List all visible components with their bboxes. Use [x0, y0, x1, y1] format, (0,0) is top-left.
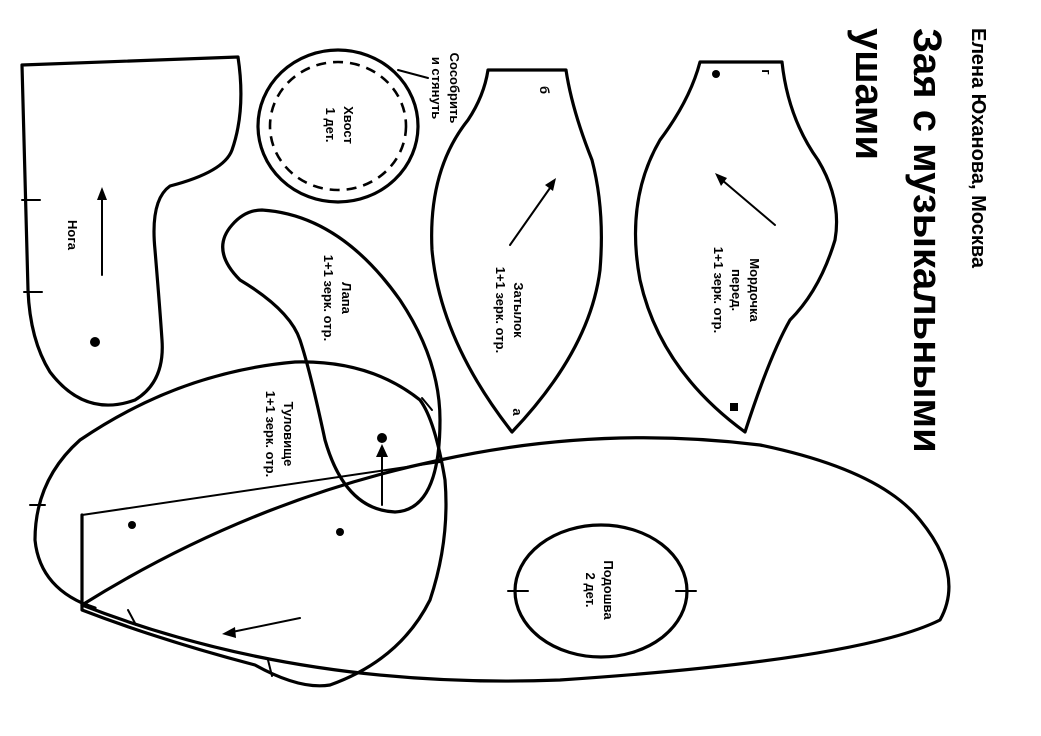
- sole-label-1: Подошва: [601, 560, 616, 620]
- torso-grain-arrow: [231, 617, 301, 633]
- title-line-2: ушами: [847, 28, 891, 160]
- leg-label: Нога: [65, 220, 80, 251]
- ear-piece: [80, 436, 951, 683]
- paw-outline: [221, 208, 442, 514]
- leg-piece: Нога: [20, 55, 243, 407]
- torso-arrow-head: [222, 627, 236, 638]
- muzzle-piece: Мордочка перед. 1+1 зерк. отр. г: [633, 60, 839, 434]
- paw-piece: Лапа 1+1 зерк. отр.: [221, 208, 442, 514]
- nape-label-2: 1+1 зерк. отр.: [493, 267, 508, 353]
- muzzle-grain-arrow: [721, 179, 776, 226]
- torso-dot-1: [128, 521, 136, 529]
- paw-label-1: Лапа: [339, 282, 354, 315]
- sole-label-2: 2 дет.: [583, 573, 598, 608]
- nape-marker-b: б: [537, 86, 552, 94]
- leg-outline: [20, 55, 243, 407]
- tail-gather-line: [268, 60, 408, 192]
- muzzle-outline: [633, 60, 839, 434]
- paw-label-2: 1+1 зерк. отр.: [321, 255, 336, 341]
- sole-outline: [513, 523, 689, 659]
- torso-outline: [33, 360, 448, 688]
- ear-outline: [80, 436, 951, 683]
- leg-arrow-head: [97, 187, 107, 200]
- muzzle-arrow-head: [715, 173, 727, 186]
- tail-piece: Хвост 1 дет. Сособрить и стянуть: [256, 48, 462, 204]
- muzzle-label-3: 1+1 зерк. отр.: [711, 247, 726, 333]
- title-line-1: Зая с музыкальными: [905, 28, 949, 453]
- leg-dot: [90, 337, 100, 347]
- paw-dot: [377, 433, 387, 443]
- muzzle-dot-top: [712, 70, 720, 78]
- torso-dot-2: [336, 528, 344, 536]
- torso-top-seam: [81, 461, 441, 516]
- torso-label-1: Туловище: [281, 402, 296, 467]
- title-block: Елена Юханова, Москва Зая с музыкальными…: [847, 28, 989, 453]
- paw-arrow-head: [376, 444, 388, 457]
- muzzle-marker-g: г: [759, 69, 774, 75]
- nape-arrow-head: [545, 178, 556, 191]
- muzzle-label-2: перед.: [729, 269, 744, 311]
- nape-marker-a: а: [510, 408, 525, 416]
- muzzle-label-1: Мордочка: [747, 258, 762, 322]
- nape-label-1: Затылок: [511, 282, 526, 338]
- torso-notch-4: [421, 397, 433, 411]
- nape-grain-arrow: [509, 187, 551, 246]
- torso-label-2: 1+1 зерк. отр.: [263, 391, 278, 477]
- tail-note-2: и стянуть: [429, 57, 444, 119]
- sole-piece: Подошва 2 дет.: [507, 523, 697, 659]
- tail-note-1: Сособрить: [447, 53, 462, 124]
- tail-note-pointer: [397, 69, 429, 79]
- nape-outline: [430, 68, 603, 434]
- torso-piece: Туловище 1+1 зерк. отр.: [29, 360, 448, 688]
- tail-outline: [256, 48, 420, 204]
- nape-piece: Затылок 1+1 зерк. отр. б а: [430, 68, 603, 434]
- author-credit: Елена Юханова, Москва: [967, 28, 989, 269]
- torso-notch-3: [267, 659, 273, 677]
- muzzle-mark-bottom: [730, 403, 738, 411]
- tail-label-1: Хвост: [341, 106, 356, 144]
- tail-label-2: 1 дет.: [323, 108, 338, 143]
